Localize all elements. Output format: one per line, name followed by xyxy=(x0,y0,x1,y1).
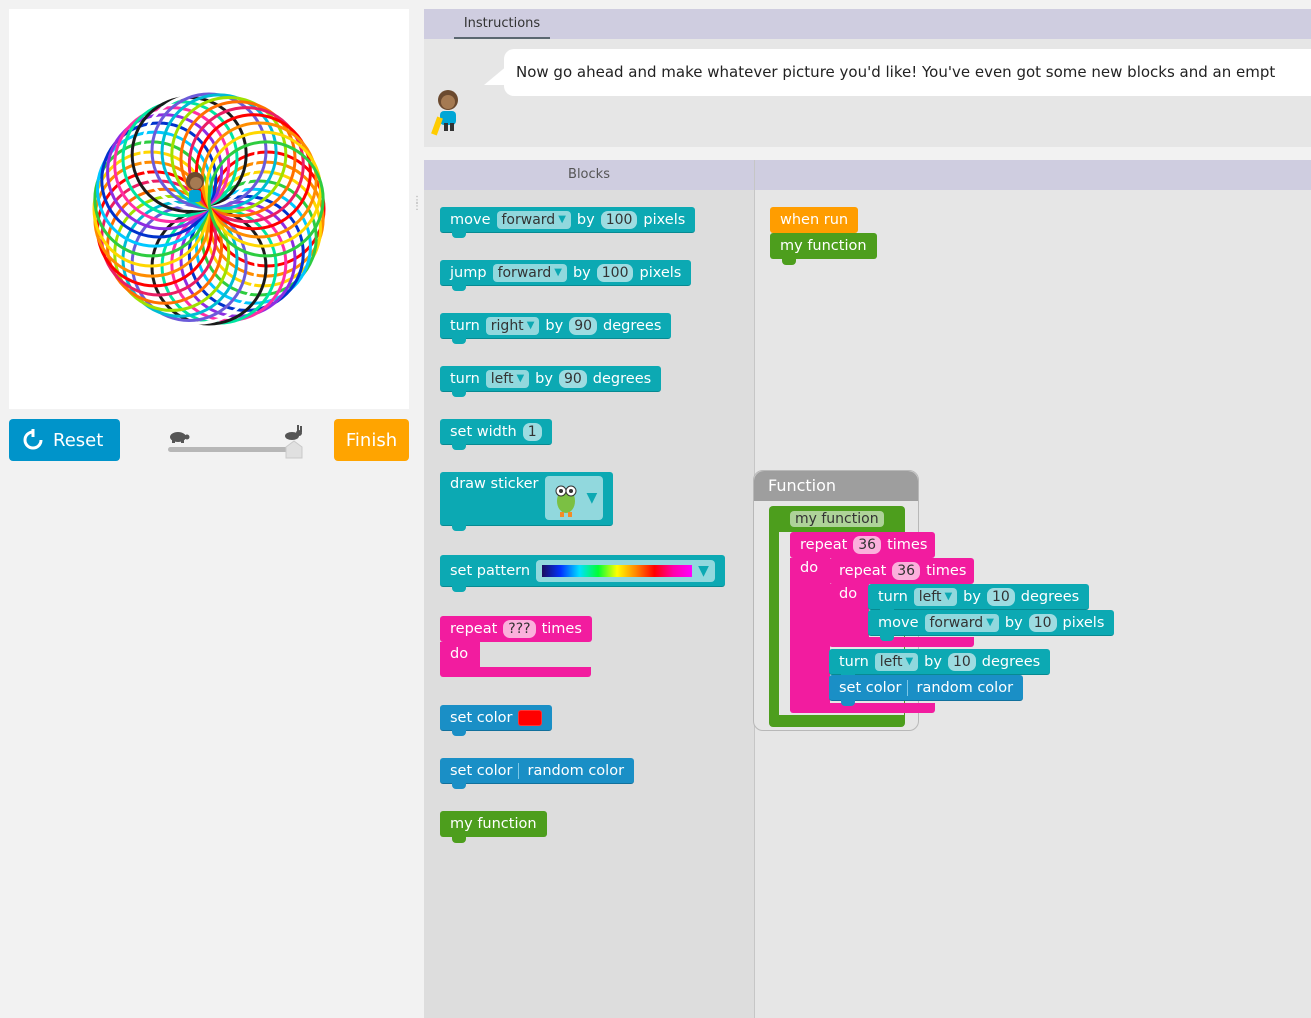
speech-bubble-tail xyxy=(484,65,508,85)
outer-repeat-footer xyxy=(790,703,935,713)
block-inner-turn-left[interactable]: turn left▼ by 10 degrees xyxy=(868,584,1090,615)
angle-field[interactable]: 90 xyxy=(558,369,587,388)
function-name-row: my function xyxy=(790,506,884,532)
spiro-loop xyxy=(194,113,312,231)
block-turn-left[interactable]: turn left▼ by 90 degrees xyxy=(440,366,662,397)
instruction-text: Now go ahead and make whatever picture y… xyxy=(504,49,1311,96)
dropdown-arrow-icon: ▼ xyxy=(554,266,562,278)
repeat-count-field[interactable]: 36 xyxy=(892,562,921,580)
dropdown-arrow-icon: ▼ xyxy=(944,590,953,602)
direction-dropdown[interactable]: left▼ xyxy=(913,587,958,606)
outer-repeat-do-arm: do xyxy=(790,558,830,704)
direction-dropdown[interactable]: left▼ xyxy=(874,652,919,671)
alien-sticker-icon xyxy=(555,485,577,517)
function-frame-title: Function xyxy=(754,471,918,501)
block-outer-repeat[interactable]: repeat 36 times xyxy=(790,532,935,564)
repeat-do-arm: do xyxy=(440,642,480,668)
speed-track xyxy=(168,447,294,452)
block-call-my-function[interactable]: my function xyxy=(770,233,877,265)
turtle-artist-icon xyxy=(186,172,204,202)
spiro-loop xyxy=(187,106,305,224)
block-set-pattern[interactable]: set pattern ▼ xyxy=(440,555,725,592)
width-field[interactable]: 1 xyxy=(522,422,542,441)
spiro-loop xyxy=(179,100,297,218)
speed-slider[interactable] xyxy=(166,425,306,459)
dropdown-arrow-icon: ▼ xyxy=(986,616,994,628)
resize-grip-icon[interactable]: ⋮⋮ xyxy=(412,195,422,212)
block-inner-move-forward[interactable]: move forward▼ by 10 pixels xyxy=(868,610,1115,641)
direction-dropdown[interactable]: left▼ xyxy=(485,369,530,388)
block-set-width[interactable]: set width 1 xyxy=(440,419,552,450)
block-when-run[interactable]: when run xyxy=(770,207,859,239)
angle-field[interactable]: 10 xyxy=(947,652,976,671)
angle-field[interactable]: 10 xyxy=(986,587,1015,606)
dropdown-arrow-icon: ▼ xyxy=(905,655,914,667)
spiro-loop xyxy=(207,140,325,258)
block-turn-right[interactable]: turn right▼ by 90 degrees xyxy=(440,313,672,344)
sticker-dropdown[interactable]: ▼ xyxy=(544,476,604,520)
inner-repeat-do-arm: do xyxy=(829,584,869,638)
dropdown-arrow-icon: ▼ xyxy=(558,213,566,225)
dropdown-arrow-icon: ▼ xyxy=(586,490,598,506)
finish-button[interactable]: Finish xyxy=(334,419,409,461)
random-color-value: random color xyxy=(907,679,1013,696)
spiro-loop xyxy=(205,130,323,248)
block-repeat[interactable]: repeat ??? times xyxy=(440,616,592,648)
distance-field[interactable]: 100 xyxy=(600,210,638,229)
block-draw-sticker[interactable]: draw sticker ▼ xyxy=(440,472,614,531)
dropdown-arrow-icon: ▼ xyxy=(698,562,709,579)
spirograph-drawing xyxy=(92,92,326,326)
inner-repeat-footer xyxy=(829,637,974,647)
repeat-count-field[interactable]: ??? xyxy=(503,620,536,638)
spiro-loop xyxy=(170,95,288,213)
visualization-canvas xyxy=(9,9,409,409)
block-move[interactable]: move forward▼ by 100 pixels xyxy=(440,207,696,238)
dropdown-arrow-icon: ▼ xyxy=(526,319,535,331)
block-outer-turn-left[interactable]: turn left▼ by 10 degrees xyxy=(829,649,1051,680)
turtle-icon xyxy=(170,432,190,443)
direction-dropdown[interactable]: forward▼ xyxy=(496,210,571,229)
repeat-footer xyxy=(440,667,591,677)
direction-dropdown[interactable]: right▼ xyxy=(485,316,540,335)
distance-field[interactable]: 10 xyxy=(1028,613,1057,632)
rabbit-icon xyxy=(285,425,302,440)
speed-thumb[interactable] xyxy=(284,439,304,459)
instructions-header: Instructions xyxy=(424,9,1311,39)
block-set-color[interactable]: set color xyxy=(440,705,553,736)
reset-button[interactable]: Reset xyxy=(9,419,120,461)
character-avatar-icon xyxy=(431,90,458,136)
block-jump[interactable]: jump forward▼ by 100 pixels xyxy=(440,260,692,291)
block-inner-repeat[interactable]: repeat 36 times xyxy=(829,558,974,590)
dropdown-arrow-icon: ▼ xyxy=(516,372,525,384)
spiro-loop xyxy=(160,93,278,211)
reset-label: Reset xyxy=(53,429,104,451)
reset-icon xyxy=(23,429,43,450)
repeat-count-field[interactable]: 36 xyxy=(853,536,882,554)
random-color-value: random color xyxy=(518,762,624,779)
distance-field[interactable]: 100 xyxy=(596,263,634,282)
color-swatch[interactable] xyxy=(518,709,543,726)
instructions-panel: Now go ahead and make whatever picture y… xyxy=(424,39,1311,147)
block-outer-set-color[interactable]: set color random color xyxy=(829,675,1024,706)
block-my-function[interactable]: my function xyxy=(440,811,547,843)
direction-dropdown[interactable]: forward▼ xyxy=(492,263,567,282)
pattern-dropdown[interactable]: ▼ xyxy=(536,559,715,582)
workspace-header xyxy=(755,160,1311,190)
block-set-color-random[interactable]: set color random color xyxy=(440,758,635,789)
toolbox-header: Blocks xyxy=(424,160,754,190)
block-label: move xyxy=(450,211,491,228)
blockly-workspace: Blocks move forward▼ by 100 pixels jump … xyxy=(424,160,1311,1018)
rainbow-pattern-swatch xyxy=(542,564,693,577)
function-name-field[interactable]: my function xyxy=(790,511,884,527)
tab-instructions[interactable]: Instructions xyxy=(454,15,550,39)
angle-field[interactable]: 90 xyxy=(569,316,598,335)
direction-dropdown[interactable]: forward▼ xyxy=(924,613,999,632)
